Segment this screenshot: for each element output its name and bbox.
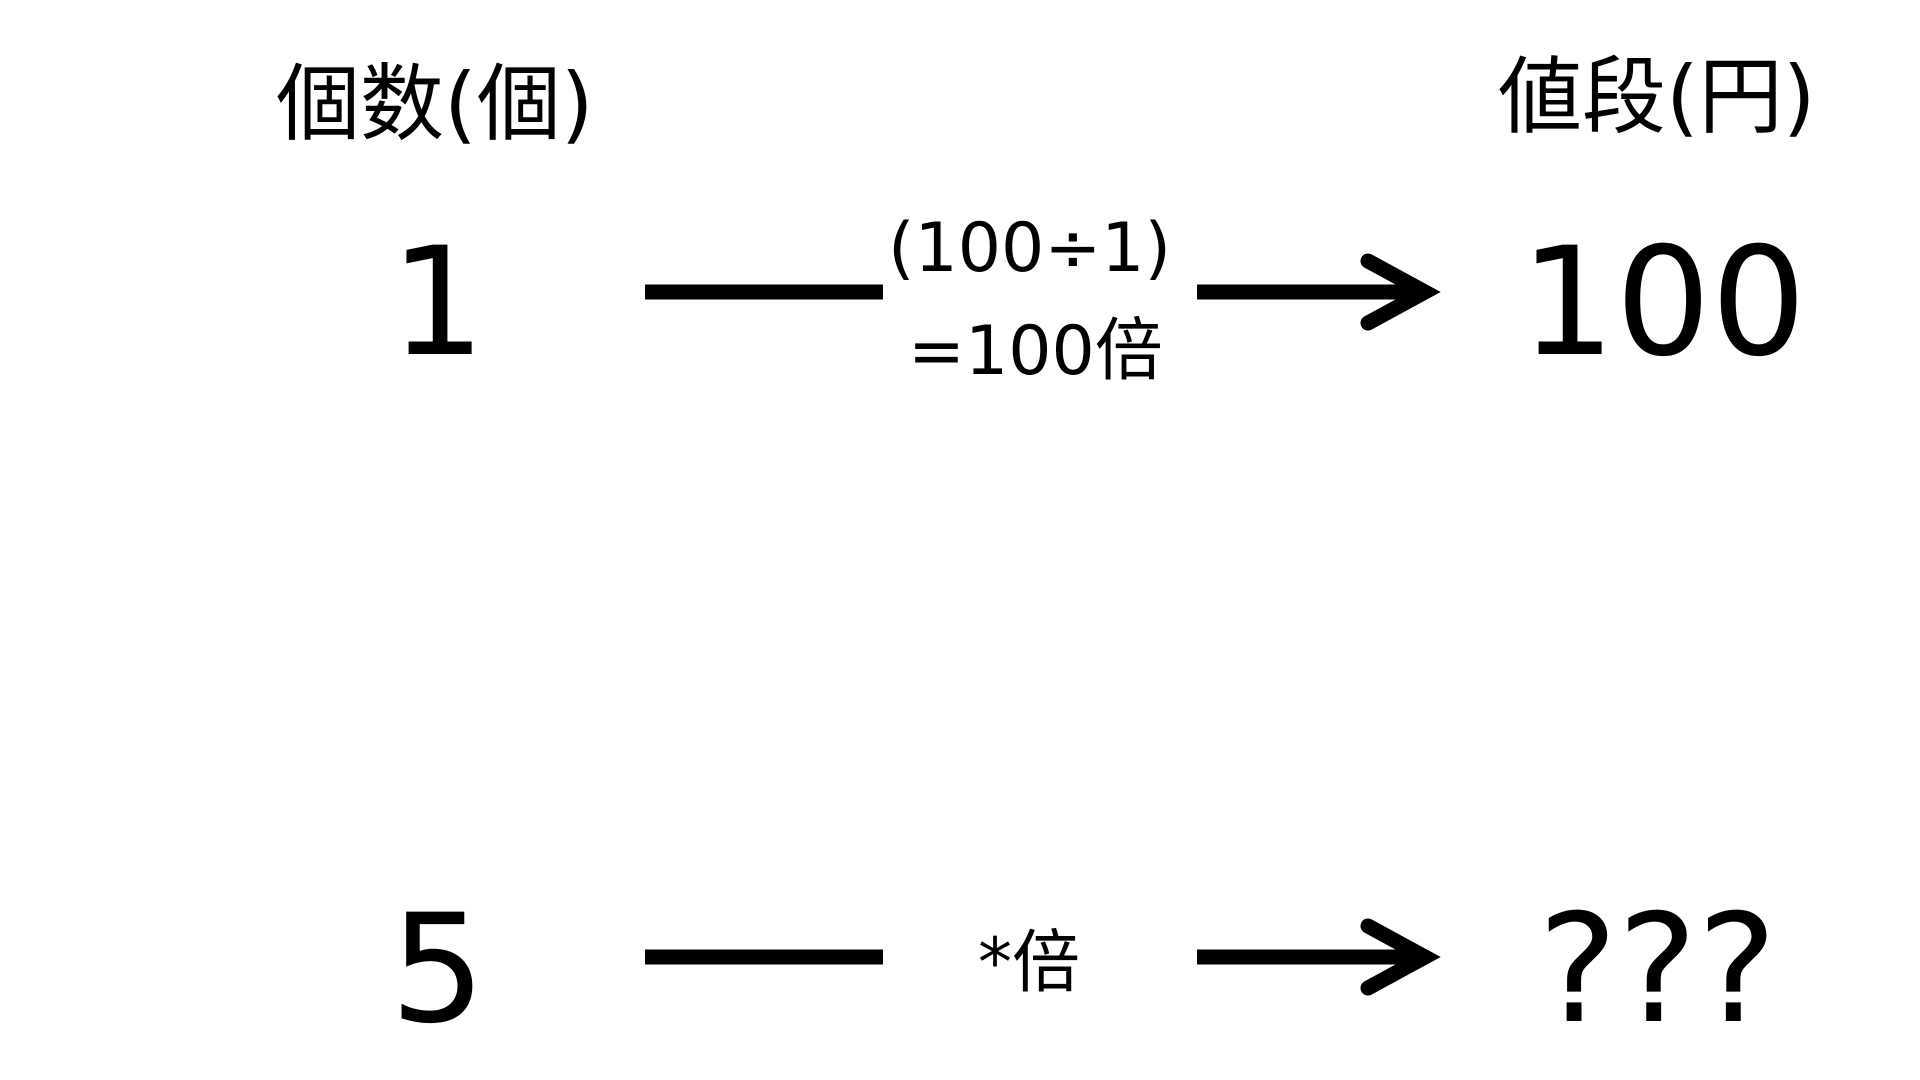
row2-operation: *倍 <box>978 924 1081 1003</box>
row1-arrow <box>645 253 1441 331</box>
row2-price: ??? <box>1538 883 1777 1057</box>
row1-operation-bottom: =100倍 <box>908 312 1163 391</box>
row1-operation-top: (100÷1) <box>888 209 1172 288</box>
row1-price: 100 <box>1520 216 1807 390</box>
row2-quantity: 5 <box>390 883 486 1057</box>
row1-arrowhead-icon <box>1360 253 1441 331</box>
row2-arrowhead-icon <box>1360 918 1441 996</box>
header-quantity: 個数(個) <box>276 55 594 153</box>
row1-quantity: 1 <box>390 216 486 390</box>
header-price: 値段(円) <box>1498 48 1816 146</box>
row2-arrow <box>645 918 1441 996</box>
